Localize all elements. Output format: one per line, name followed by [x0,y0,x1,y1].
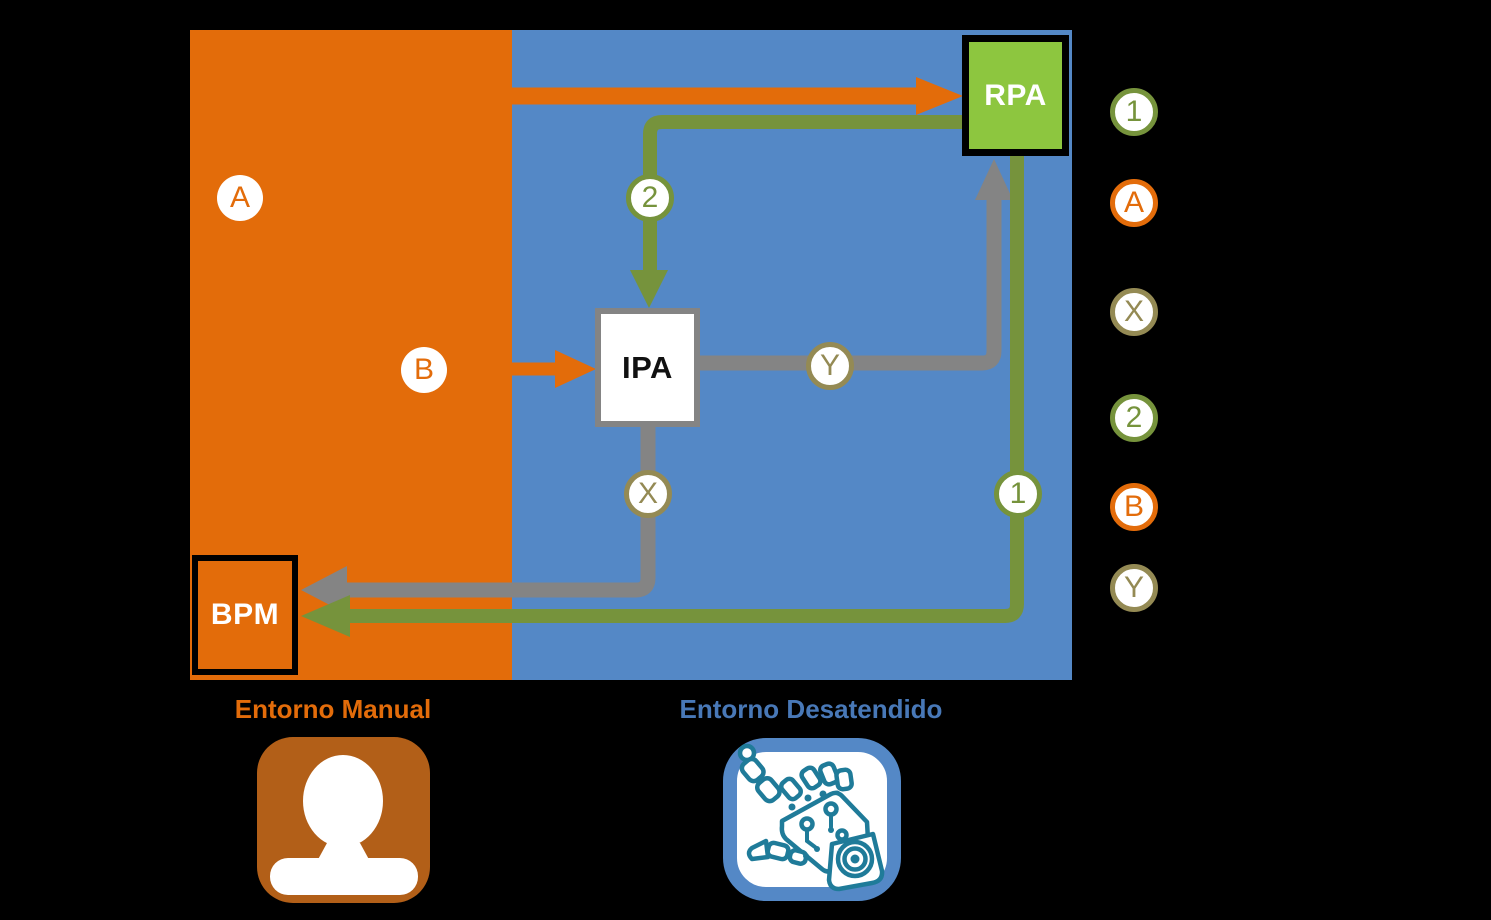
flow-arrow-a [505,77,963,115]
legend-item-label: A [1123,186,1144,219]
node-bpm: BPM [192,555,298,675]
flow-line-2 [630,115,962,308]
legend-item-1: 1 [1110,88,1158,136]
caption-text: Entorno Manual [234,693,432,724]
legend-item-label: 2 [1125,401,1143,434]
legend-item-b: B [1110,483,1158,531]
marker-b-label: B [413,353,434,386]
marker-1: 1 [994,470,1042,518]
node-ipa-label: IPA [622,349,673,385]
node-bpm-label: BPM [210,598,280,631]
flow-line-1 [301,156,1024,637]
caption-entorno-desatendido: Entorno Desatendido [661,694,961,724]
legend-item-x: X [1110,288,1158,336]
node-rpa-label: RPA [984,78,1047,112]
marker-x: X [624,470,672,518]
legend-item-y: Y [1110,564,1158,612]
legend-item-label: Y [1123,571,1144,604]
flow-arrow-b [495,350,596,388]
marker-2: 2 [626,174,674,222]
flow-line-y [700,159,1013,371]
legend-item-label: B [1123,490,1144,523]
marker-y: Y [806,342,854,390]
marker-a-label: A [229,181,250,214]
node-ipa: IPA [595,308,700,427]
marker-y-label: Y [819,349,840,382]
marker-b: B [401,347,447,393]
marker-2-label: 2 [641,181,659,214]
robot-hand-icon [722,737,902,902]
legend-item-label: X [1123,295,1144,328]
caption-entorno-manual: Entorno Manual [193,694,473,724]
legend-item-label: 1 [1125,95,1143,128]
legend-item-a: A [1110,179,1158,227]
marker-a: A [217,175,263,221]
marker-x-label: X [637,477,658,510]
marker-1-label: 1 [1009,477,1027,510]
node-rpa: RPA [962,35,1069,156]
caption-text: Entorno Desatendido [679,693,943,724]
legend-item-2: 2 [1110,394,1158,442]
person-icon [257,737,430,903]
